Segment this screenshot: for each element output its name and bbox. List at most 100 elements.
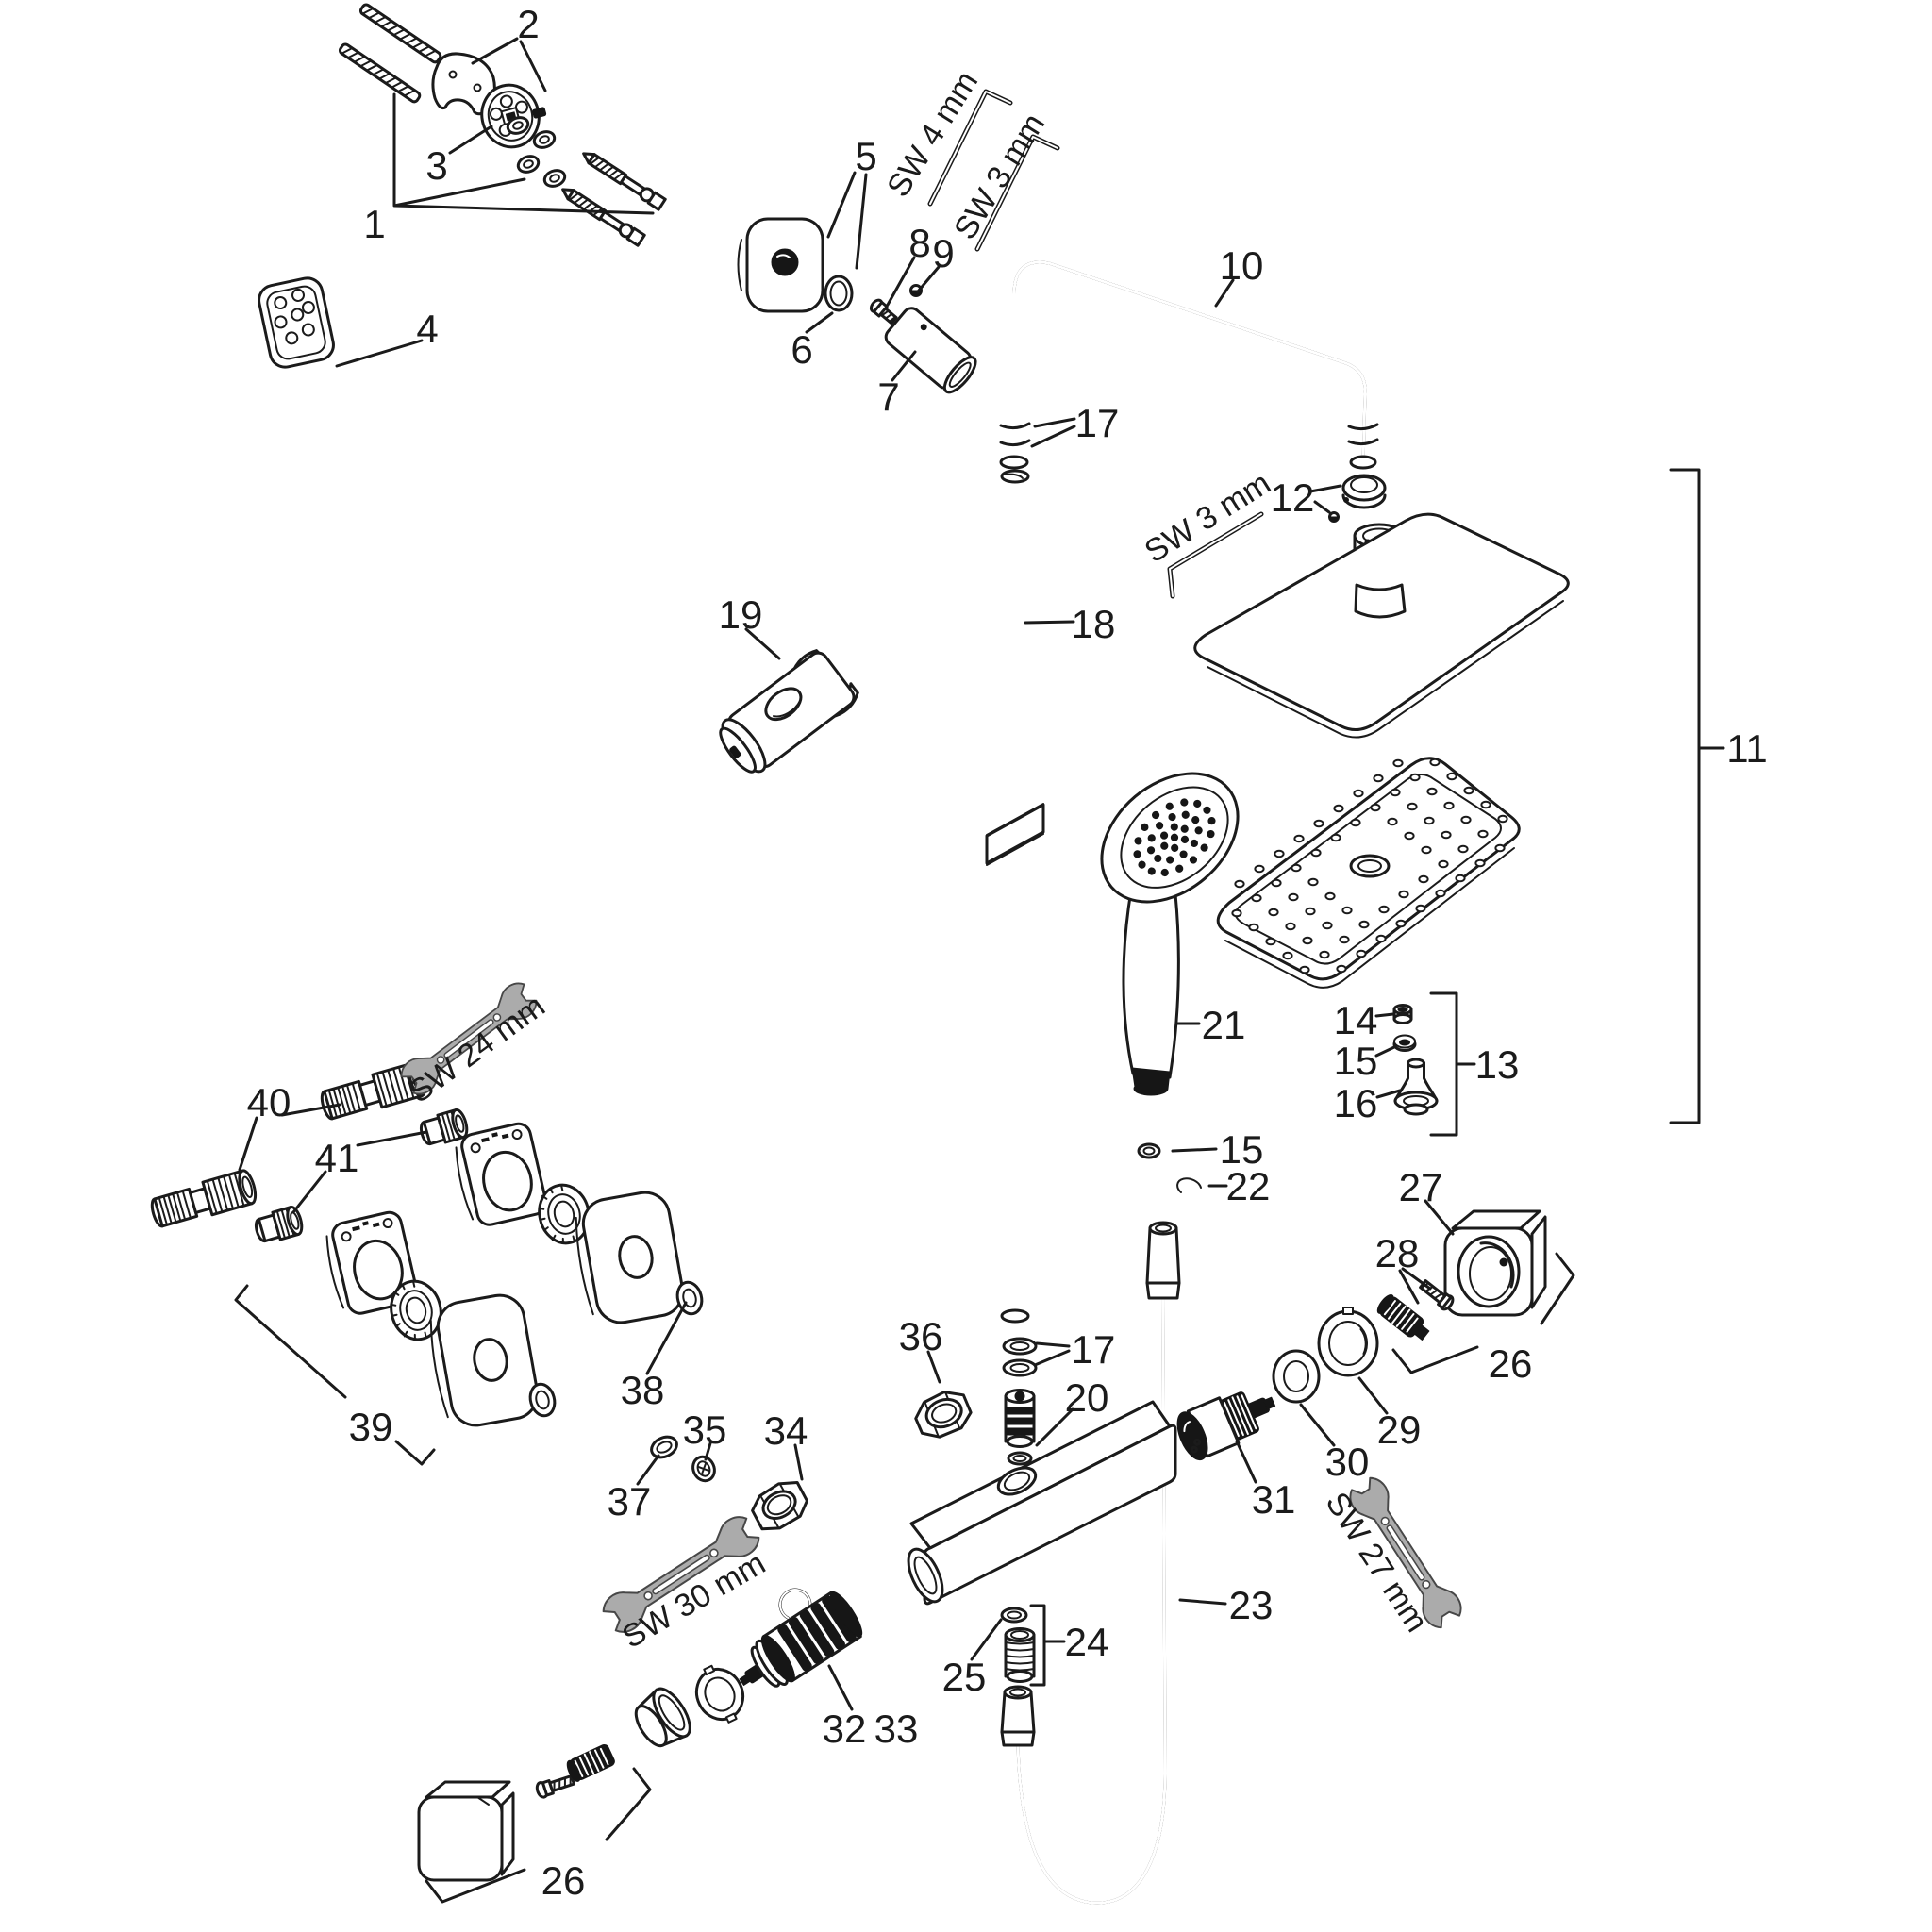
threaded-rod [358, 3, 442, 64]
ring-30 [1272, 1349, 1321, 1404]
thermostat-bar [907, 1400, 1177, 1606]
part-label-4: 4 [416, 307, 438, 351]
tool-size-label: SW 24 mm [402, 988, 551, 1110]
part-label-21: 21 [1202, 1003, 1246, 1047]
riser-orings [1002, 1337, 1038, 1377]
allen-key-sw3-small [1167, 511, 1264, 599]
shower-arm [999, 260, 1379, 470]
nipple-24 [1004, 1627, 1036, 1683]
riser-pipe [985, 469, 1045, 1324]
overhead-shower-plate [1193, 512, 1570, 739]
sleeve-cap-left [634, 1687, 691, 1748]
mounting-disc [480, 83, 547, 149]
part-label-11: 11 [1726, 726, 1768, 771]
part-label-10: 10 [1220, 243, 1264, 288]
part-label-38: 38 [621, 1368, 665, 1412]
spray-plate [1216, 757, 1521, 989]
part-label-15: 15 [1220, 1127, 1264, 1172]
part-label-8: 8 [908, 221, 930, 265]
part-label-13: 13 [1475, 1042, 1520, 1087]
spray-nozzle-holes [1231, 758, 1508, 974]
grub-screw-9 [909, 284, 923, 297]
part-label-7: 7 [877, 375, 899, 419]
part-label-28: 28 [1375, 1231, 1420, 1275]
handle-adapter-left [566, 1743, 615, 1782]
part-label-5: 5 [855, 134, 876, 178]
thermostat-cartridge-group [634, 1588, 863, 1748]
threaded-rod [338, 42, 422, 104]
thermostat-cartridge [739, 1591, 863, 1688]
part-label-17: 17 [1075, 401, 1120, 445]
nozzle-service-set [1392, 1004, 1439, 1116]
o-ring-6 [824, 275, 854, 312]
escutcheon-set-lower [320, 1208, 559, 1433]
part-label-9: 9 [932, 231, 954, 275]
part-label-35: 35 [683, 1407, 727, 1452]
insert-35 [691, 1455, 716, 1483]
retaining-ring-left [694, 1664, 745, 1724]
part-label-22: 22 [1226, 1164, 1271, 1208]
part-label-29: 29 [1377, 1407, 1422, 1452]
part-label-37: 37 [608, 1479, 652, 1524]
handle-cube-left [417, 1780, 515, 1882]
handle-left-group [417, 1743, 615, 1882]
part-label-19: 19 [719, 592, 763, 637]
o-ring-37 [650, 1435, 678, 1459]
screw-8 [869, 298, 898, 325]
part-label-12: 12 [1271, 475, 1315, 520]
tool-size-label: SW 3 mm [947, 108, 1052, 246]
part-label-26: 26 [1489, 1341, 1533, 1386]
part-15 [1392, 1034, 1417, 1052]
handle-right-group [1272, 1209, 1547, 1404]
small-o-ring-20 [1007, 1451, 1033, 1466]
hose-fitting-bottom [1000, 1685, 1036, 1747]
part-label-30: 30 [1325, 1440, 1370, 1484]
part-label-27: 27 [1399, 1165, 1443, 1209]
check-valve-cartridge [1004, 1389, 1036, 1448]
part-label-1: 1 [363, 202, 385, 246]
part-label-20: 20 [1065, 1375, 1109, 1420]
part-label-33: 33 [874, 1707, 919, 1751]
arm-ring-12 [1328, 474, 1387, 523]
c-clip [778, 1588, 812, 1620]
part-label-36: 36 [899, 1314, 943, 1358]
part-label-17: 17 [1072, 1327, 1116, 1372]
wall-escutcheon-group [737, 217, 977, 394]
union-nut-36 [914, 1391, 973, 1439]
part-label-39: 39 [349, 1405, 393, 1449]
shower-hose [1000, 1221, 1181, 1905]
wall-mounting-set [338, 3, 667, 247]
part-label-41: 41 [315, 1136, 359, 1180]
handle-adapter-right [1376, 1294, 1430, 1341]
part-label-23: 23 [1229, 1583, 1274, 1627]
part-label-6: 6 [791, 327, 812, 372]
part-label-31: 31 [1252, 1477, 1296, 1522]
volume-control-knob [1176, 1391, 1276, 1461]
part-label-40: 40 [247, 1080, 291, 1124]
tool-size-label: SW 4 mm [880, 65, 985, 204]
allen-key-sw4 [927, 89, 1013, 207]
part-label-2: 2 [517, 2, 539, 46]
slider-holder [719, 649, 859, 774]
ring-29 [1317, 1307, 1379, 1377]
hand-shower-spray-face [1133, 798, 1216, 877]
hand-shower [1100, 772, 1240, 1096]
connection-sleeve [884, 307, 977, 394]
seal-pair-mid [1137, 1142, 1202, 1193]
allen-key-sw3 [974, 134, 1060, 252]
part-label-32: 32 [823, 1707, 867, 1751]
part-16 [1393, 1058, 1439, 1116]
part-label-26: 26 [541, 1858, 586, 1903]
part-label-24: 24 [1065, 1620, 1109, 1664]
hose-fitting-top [1145, 1221, 1181, 1300]
leader-lines [234, 37, 1725, 1904]
hex-nut-34 [751, 1480, 808, 1531]
part-label-34: 34 [764, 1408, 808, 1453]
o-ring-25 [1000, 1607, 1028, 1624]
wall-plate [431, 52, 496, 116]
part-label-16: 16 [1334, 1081, 1378, 1125]
part-label-14: 14 [1334, 998, 1378, 1042]
valve-small-parts [650, 1435, 808, 1531]
